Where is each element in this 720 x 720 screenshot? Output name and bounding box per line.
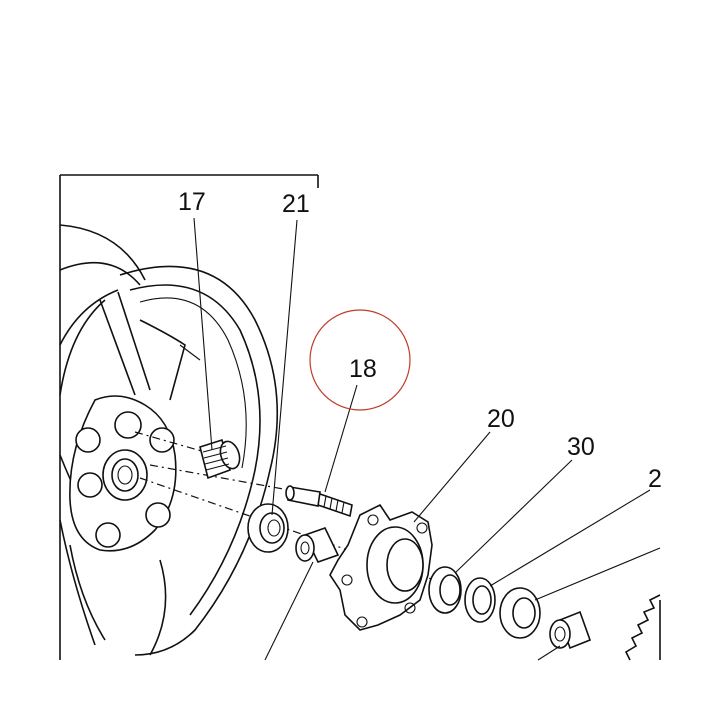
part-30-bearing: [428, 566, 462, 614]
part-18-stud: [285, 485, 353, 518]
leader-lines: [193, 217, 661, 661]
frame-lines: [59, 174, 661, 660]
part-21-bearing: [247, 503, 289, 553]
highlight-circle: [309, 309, 411, 411]
callout-17: 17: [178, 188, 206, 216]
wheel-rim: [59, 224, 279, 656]
crop-mask: [662, 0, 720, 720]
callout-2-partial: 2: [648, 465, 662, 493]
right-spacer: [549, 610, 592, 650]
seal-ring: [464, 577, 496, 623]
callout-18: 18: [349, 355, 377, 383]
callout-20: 20: [487, 405, 515, 433]
part-20-sprocket-carrier: [329, 503, 433, 631]
part-17-rubber: [199, 438, 241, 480]
sprocket-edge: [624, 594, 661, 661]
outer-bearing: [499, 587, 541, 639]
spacer-bush: [295, 527, 340, 563]
wheel-hub: [69, 395, 177, 552]
callout-21: 21: [282, 190, 310, 218]
callout-30: 30: [567, 433, 595, 461]
